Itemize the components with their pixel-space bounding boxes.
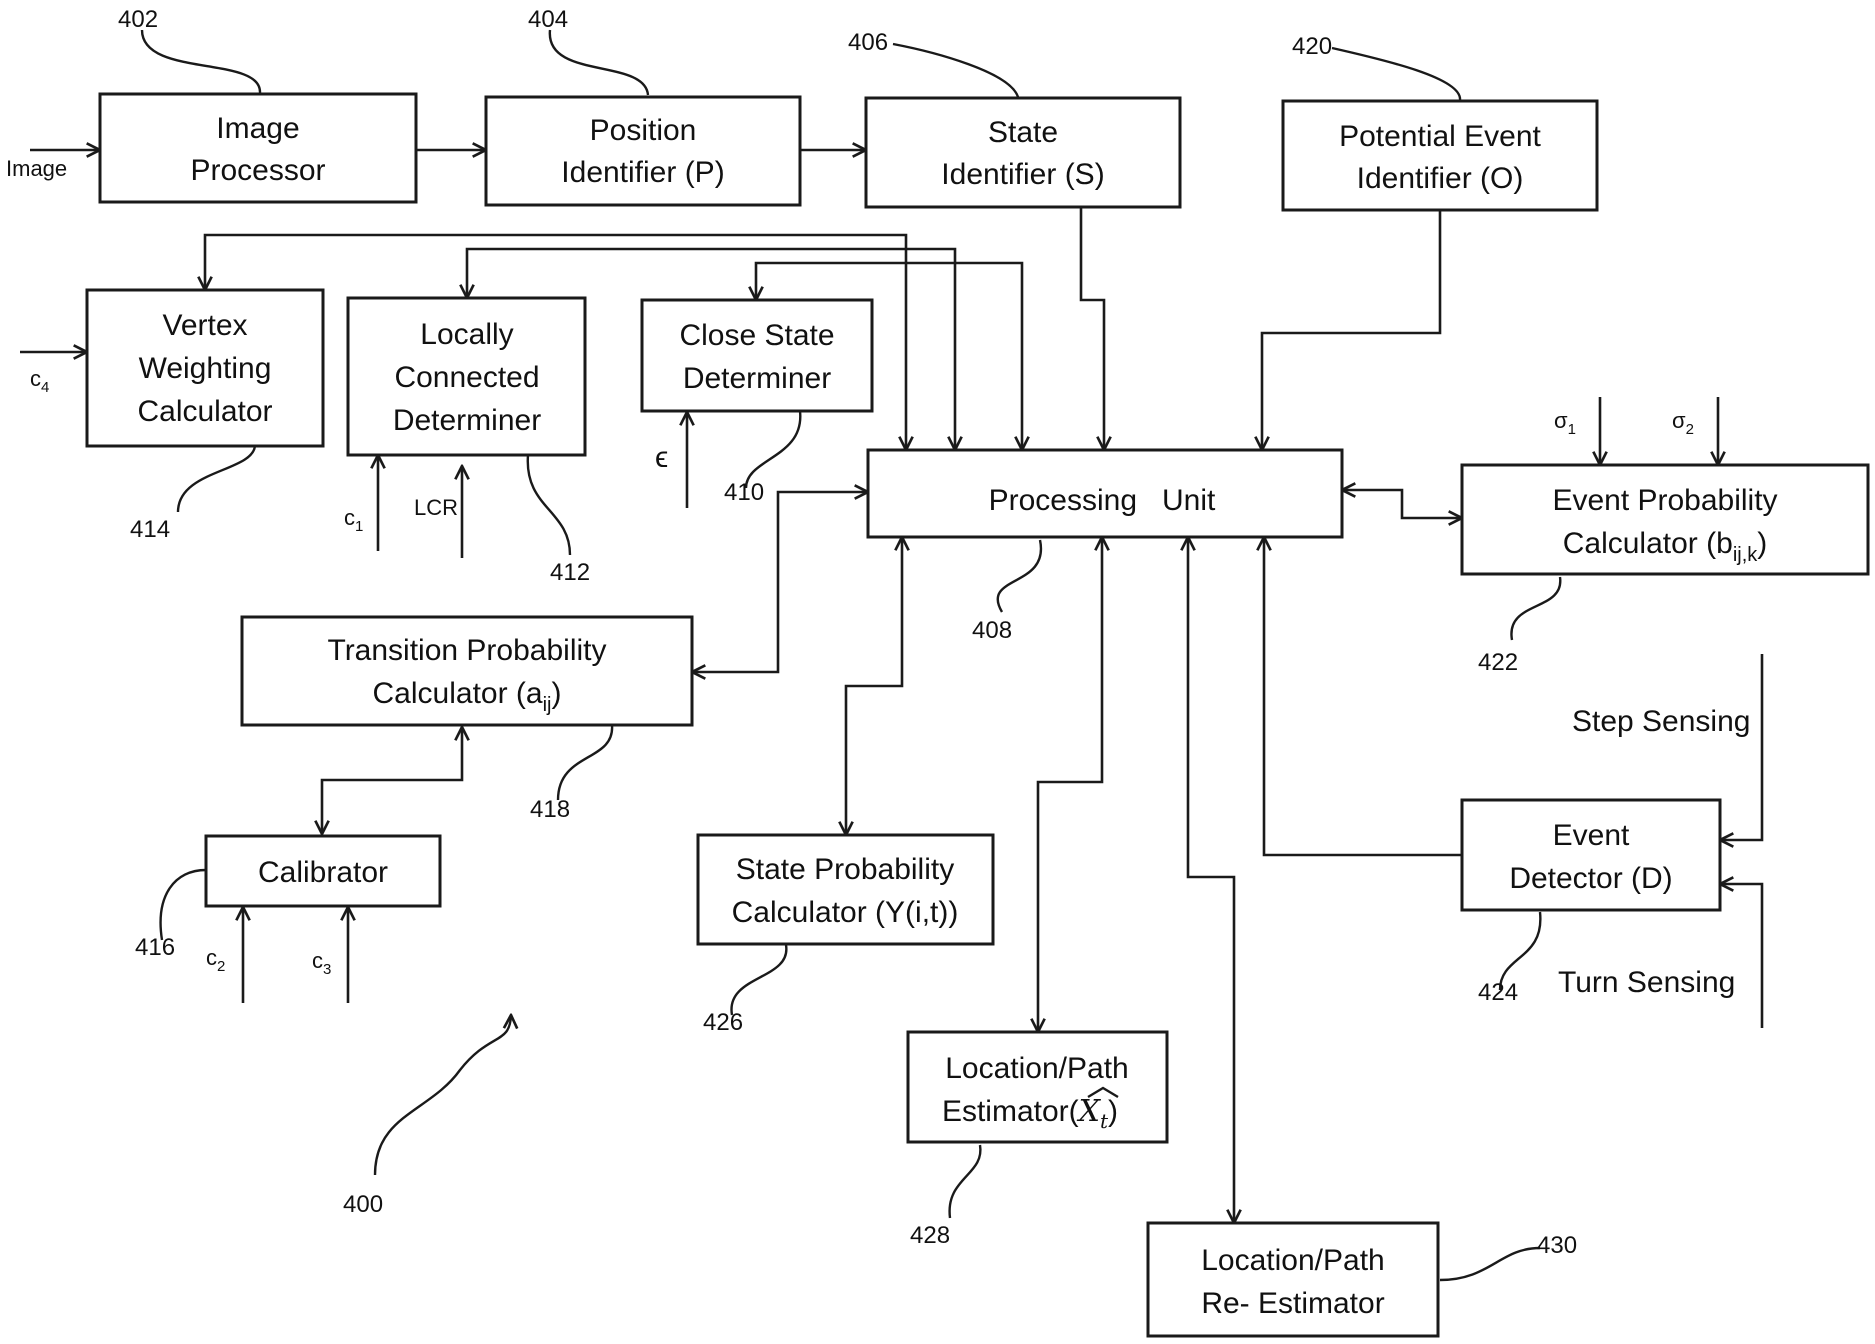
ref-426: 426	[703, 1009, 743, 1036]
c4-input-label: c4	[30, 366, 49, 396]
location-path-reestimator-label-2: Re- Estimator	[1201, 1287, 1384, 1320]
event-probability-calculator-block: Event Probability Calculator (bij,k)	[1462, 465, 1868, 574]
ref-406: 406	[848, 29, 888, 56]
event-detector-block: Event Detector (D)	[1462, 800, 1720, 910]
c2-input-label: c2	[206, 945, 225, 975]
arrow-406-to-408	[1081, 207, 1104, 450]
event-probability-label-1: Event Probability	[1552, 484, 1777, 517]
epsilon-input-label: ϵ	[655, 441, 668, 474]
position-identifier-label-2: Identifier (P)	[561, 156, 724, 189]
ref-416: 416	[135, 934, 175, 961]
event-detector-label-1: Event	[1553, 819, 1630, 852]
link-408-430	[1188, 537, 1234, 1223]
ref-404: 404	[528, 6, 568, 33]
potential-event-identifier-label-2: Identifier (O)	[1357, 162, 1524, 195]
locally-connected-label-2: Connected	[394, 361, 539, 394]
link-408-428	[1038, 537, 1102, 1032]
sigma2-input-label: σ2	[1672, 408, 1694, 438]
state-identifier-label-2: Identifier (S)	[941, 158, 1104, 191]
link-418-416	[322, 727, 462, 834]
position-identifier-block: Position Identifier (P)	[486, 97, 800, 205]
link-408-418	[692, 492, 868, 672]
state-identifier-label-1: State	[988, 116, 1058, 149]
locally-connected-label-3: Determiner	[393, 404, 541, 437]
location-path-estimator-block: Location/Path Estimator(Xt)	[908, 1032, 1167, 1142]
c3-input-label: c3	[312, 948, 331, 978]
close-state-label-2: Determiner	[683, 362, 831, 395]
event-detector-label-2: Detector (D)	[1509, 862, 1672, 895]
ref-410: 410	[724, 479, 764, 506]
ref-424: 424	[1478, 979, 1518, 1006]
ref-408: 408	[972, 617, 1012, 644]
ref-418: 418	[530, 796, 570, 823]
transition-probability-label-1: Transition Probability	[327, 634, 606, 667]
vertex-weighting-label-2: Weighting	[139, 352, 272, 385]
processing-unit-label: Processing Unit	[989, 484, 1216, 517]
vertex-weighting-label-3: Calculator	[137, 395, 272, 428]
vertex-weighting-calculator-block: Vertex Weighting Calculator	[87, 290, 323, 446]
ref-422: 422	[1478, 649, 1518, 676]
image-processor-label-2: Processor	[190, 154, 325, 187]
step-sensing-input-arrow	[1720, 654, 1762, 840]
link-408-422	[1342, 490, 1462, 518]
lcr-input-label: LCR	[414, 495, 458, 520]
ref-420: 420	[1292, 33, 1332, 60]
ref-414: 414	[130, 516, 170, 543]
close-state-determiner-block: Close State Determiner	[642, 300, 872, 411]
image-input-label: Image	[6, 156, 67, 181]
ref-430: 430	[1537, 1232, 1577, 1259]
location-path-estimator-label-2: Estimator(Xt)	[942, 1094, 1118, 1133]
transition-probability-calculator-block: Transition Probability Calculator (aij)	[242, 617, 692, 725]
image-processor-label-1: Image	[216, 112, 299, 145]
ref-400: 400	[343, 1191, 383, 1218]
state-probability-label-2: Calculator (Υ(i,t))	[732, 896, 959, 929]
ref-412: 412	[550, 559, 590, 586]
state-identifier-block: State Identifier (S)	[866, 98, 1180, 207]
calibrator-label: Calibrator	[258, 856, 388, 889]
calibrator-block: Calibrator	[206, 836, 440, 906]
location-path-reestimator-block: Location/Path Re- Estimator	[1148, 1223, 1438, 1336]
locally-connected-determiner-block: Locally Connected Determiner	[348, 298, 585, 455]
location-path-estimator-label-1: Location/Path	[945, 1052, 1128, 1085]
processing-unit-block: Processing Unit	[868, 450, 1342, 537]
image-processor-block: Image Processor	[100, 94, 416, 202]
link-408-426	[846, 537, 902, 835]
sigma1-input-label: σ1	[1554, 408, 1576, 438]
potential-event-identifier-label-1: Potential Event	[1339, 120, 1541, 153]
location-path-reestimator-label-1: Location/Path	[1201, 1244, 1384, 1277]
c1-input-label: c1	[344, 505, 363, 535]
potential-event-identifier-block: Potential Event Identifier (O)	[1283, 101, 1597, 210]
position-identifier-label-1: Position	[590, 114, 697, 147]
vertex-weighting-label-1: Vertex	[162, 309, 247, 342]
arrow-424-to-408	[1264, 537, 1462, 855]
state-probability-label-1: State Probability	[736, 853, 954, 886]
close-state-label-1: Close State	[679, 319, 834, 352]
turn-sensing-input-arrow	[1720, 884, 1762, 1028]
arrow-420-to-408	[1262, 210, 1440, 450]
ref-428: 428	[910, 1222, 950, 1249]
step-sensing-label: Step Sensing	[1572, 705, 1750, 738]
state-probability-calculator-block: State Probability Calculator (Υ(i,t))	[698, 835, 993, 944]
locally-connected-label-1: Locally	[420, 318, 513, 351]
turn-sensing-label: Turn Sensing	[1558, 966, 1735, 999]
ref-402: 402	[118, 6, 158, 33]
